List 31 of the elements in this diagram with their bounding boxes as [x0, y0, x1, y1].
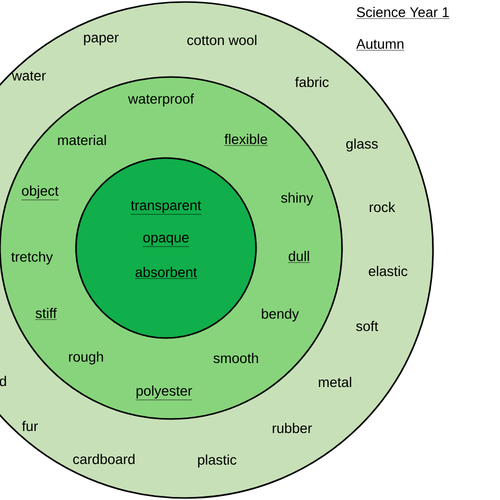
- word-label: bendy: [262, 308, 299, 322]
- word-label: object: [21, 186, 59, 200]
- word-label: plastic: [198, 454, 236, 468]
- word-label: cotton wool: [187, 34, 256, 46]
- word-label: rough: [69, 352, 103, 364]
- word-label: metal: [318, 376, 352, 388]
- heading: Autumn: [356, 39, 404, 50]
- word-label: opaque: [142, 234, 190, 247]
- word-label: fabric: [295, 76, 329, 88]
- word-label: paper: [84, 34, 119, 46]
- word-label: smooth: [214, 352, 258, 364]
- word-label: tretchy: [11, 252, 53, 264]
- word-label: glass: [346, 138, 378, 152]
- word-label: rock: [370, 202, 396, 212]
- word-label: rubber: [272, 422, 312, 434]
- word-label: transparent: [130, 201, 202, 215]
- word-label: absorbent: [134, 266, 198, 279]
- word-label: elastic: [368, 266, 408, 276]
- word-label: flexible: [224, 134, 268, 146]
- word-label: dull: [288, 250, 310, 263]
- word-label: fur: [22, 420, 38, 432]
- word-label: d: [0, 376, 6, 386]
- word-label: waterproof: [128, 94, 194, 106]
- word-label: material: [58, 134, 106, 146]
- word-label: water: [12, 71, 46, 81]
- word-label: polyester: [136, 386, 192, 400]
- heading: Science Year 1: [356, 6, 450, 19]
- word-label: shiny: [281, 192, 314, 206]
- word-label: stiff: [35, 308, 57, 320]
- word-label: cardboard: [73, 454, 134, 464]
- word-label: soft: [356, 320, 378, 332]
